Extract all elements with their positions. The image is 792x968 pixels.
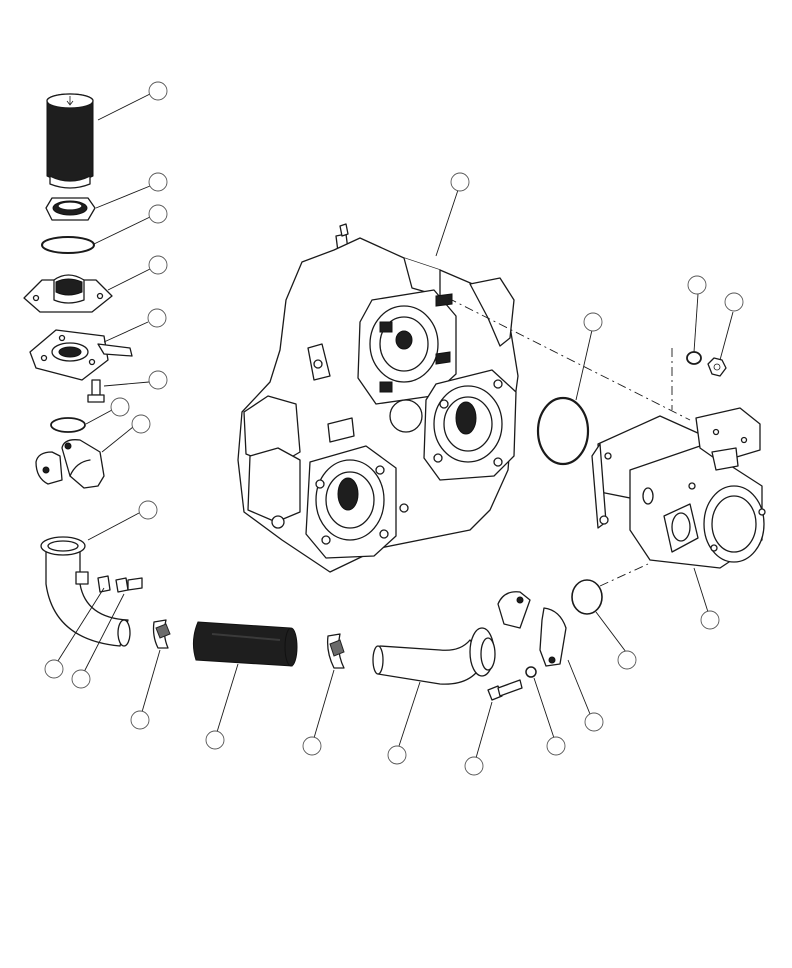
leader-suction-tube	[398, 681, 421, 747]
alignment-line-upper	[447, 297, 691, 421]
callout-hose-clamp-right[interactable]	[302, 736, 322, 756]
callout-flange-bolt[interactable]	[464, 756, 484, 776]
leader-suction-elbow	[87, 512, 140, 541]
leader-split-flange-right	[567, 659, 591, 715]
callout-filter-o-ring[interactable]	[148, 204, 168, 224]
callout-filter-element[interactable]	[148, 81, 168, 101]
alignment-line-lower	[599, 563, 649, 587]
callout-pump-o-ring[interactable]	[617, 650, 637, 670]
callouts	[44, 81, 744, 776]
leader-bracket-bolt	[103, 381, 150, 387]
hose-clamp-right	[326, 633, 345, 669]
leader-pump-nut	[719, 311, 734, 361]
hose-clamp-left	[152, 619, 171, 649]
leader-filter-nut	[95, 185, 151, 209]
pump-drive-gearbox	[237, 223, 519, 573]
elbow-fitting	[115, 577, 143, 593]
leader-filter-o-ring	[93, 216, 151, 245]
elbow-plug	[97, 575, 111, 593]
leader-filter-head	[107, 268, 151, 291]
split-flange-right	[497, 591, 567, 667]
callout-mounting-bracket[interactable]	[147, 308, 167, 328]
suction-hose	[192, 621, 298, 667]
leader-hose-clamp-right	[313, 669, 335, 739]
suction-elbow	[40, 536, 131, 647]
leader-pump-drive-gearbox	[435, 189, 459, 257]
callout-elbow-fitting[interactable]	[71, 669, 91, 689]
filter-element	[46, 93, 94, 189]
leader-mounting-bracket	[103, 321, 149, 343]
leader-lines	[55, 93, 734, 759]
filter-head	[23, 274, 113, 313]
pump-o-ring	[571, 579, 603, 615]
callout-split-flange-right[interactable]	[584, 712, 604, 732]
leader-filter-element	[97, 93, 151, 121]
leader-hose-clamp-left	[141, 649, 161, 713]
leader-gearbox-o-ring	[575, 329, 593, 401]
leader-hydraulic-pump	[693, 567, 709, 613]
pump-nut	[707, 357, 727, 377]
callout-pump-washer[interactable]	[687, 275, 707, 295]
callout-pump-nut[interactable]	[724, 292, 744, 312]
callout-filter-head[interactable]	[148, 255, 168, 275]
callout-small-o-ring[interactable]	[110, 397, 130, 417]
hydraulic-pump	[591, 407, 766, 569]
callout-flange-washer[interactable]	[546, 736, 566, 756]
flange-washer	[525, 666, 537, 678]
leader-elbow-fitting	[82, 593, 125, 675]
flange-bolt	[487, 679, 523, 701]
leader-small-o-ring	[85, 409, 113, 425]
callout-hydraulic-pump[interactable]	[700, 610, 720, 630]
callout-suction-tube[interactable]	[387, 745, 407, 765]
callout-filter-nut[interactable]	[148, 172, 168, 192]
suction-tube	[372, 627, 496, 685]
split-flange-left	[35, 439, 105, 489]
callout-suction-elbow[interactable]	[138, 500, 158, 520]
leader-elbow-plug	[55, 587, 105, 665]
callout-gearbox-o-ring[interactable]	[583, 312, 603, 332]
leader-split-flange-left	[101, 426, 134, 453]
leader-suction-hose	[216, 663, 239, 733]
filter-o-ring	[41, 236, 95, 254]
leader-pump-o-ring	[595, 611, 627, 653]
callout-bracket-bolt[interactable]	[148, 370, 168, 390]
small-o-ring	[50, 417, 86, 433]
bracket-bolt	[87, 379, 105, 403]
callout-pump-drive-gearbox[interactable]	[450, 172, 470, 192]
leader-flange-bolt	[475, 701, 493, 759]
callout-elbow-plug[interactable]	[44, 659, 64, 679]
gearbox-o-ring	[536, 396, 590, 466]
callout-suction-hose[interactable]	[205, 730, 225, 750]
filter-nut	[45, 197, 96, 221]
mounting-bracket	[29, 329, 133, 381]
leader-pump-washer	[693, 293, 699, 353]
callout-split-flange-left[interactable]	[131, 414, 151, 434]
leader-flange-washer	[533, 677, 555, 739]
callout-hose-clamp-left[interactable]	[130, 710, 150, 730]
pump-washer	[686, 351, 702, 365]
